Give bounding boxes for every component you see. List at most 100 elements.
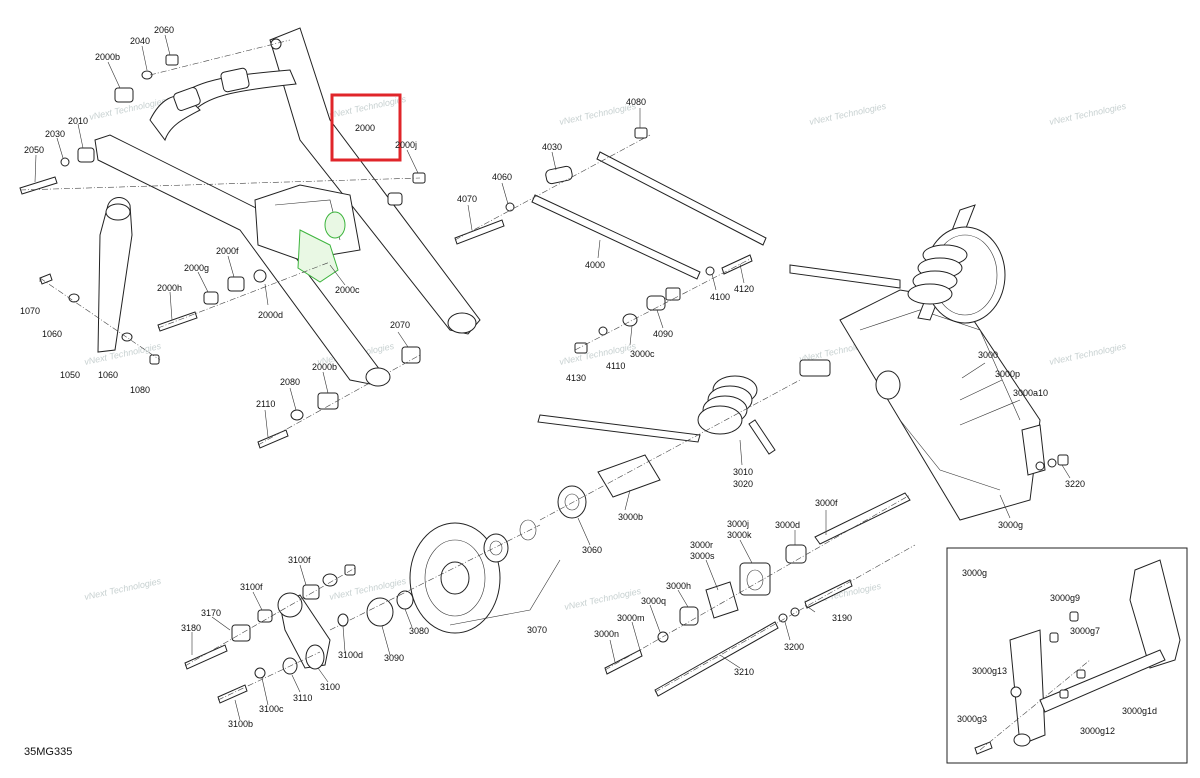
label-4000: 4000 <box>585 260 605 270</box>
inset-label-3000g9: 3000g9 <box>1050 593 1080 603</box>
washer-3090 <box>366 597 394 627</box>
nut-3220 <box>1057 454 1069 466</box>
bushing-4030 <box>545 165 573 185</box>
highlighted-bushing <box>324 211 346 239</box>
label-3000r: 3000r <box>690 540 713 550</box>
highlight-box <box>330 93 402 162</box>
frame-edge <box>899 419 1001 491</box>
label-2000h: 2000h <box>157 283 182 293</box>
label-4110: 4110 <box>606 361 625 371</box>
label-3180: 3180 <box>181 623 201 633</box>
torsion-spring <box>697 375 758 435</box>
nut-2060 <box>165 54 179 66</box>
leader-lines <box>34 34 1071 721</box>
spring-arm-left <box>537 414 701 443</box>
leader-3070 <box>449 559 561 626</box>
label-3010: 3010 <box>733 467 753 477</box>
circlip <box>519 519 537 541</box>
washer-3100f <box>322 573 338 587</box>
washer-2040 <box>141 70 153 80</box>
bushing-2000b <box>114 87 134 103</box>
lower-right-hardware <box>604 492 916 697</box>
label-3000f: 3000f <box>815 498 838 508</box>
label-3190: 3190 <box>832 613 852 623</box>
axis-line <box>329 524 541 631</box>
inset-plate-left <box>1009 629 1046 746</box>
washer-2080 <box>290 409 304 421</box>
nut-4130 <box>574 342 588 354</box>
bushing-sleeve <box>173 87 201 111</box>
watermark: vNext Technologies <box>563 586 642 612</box>
inset-label-3000g12: 3000g12 <box>1080 726 1115 736</box>
label-3000n: 3000n <box>594 629 619 639</box>
bushing-2010 <box>77 147 95 163</box>
label-2040: 2040 <box>130 36 150 46</box>
nut-4080 <box>634 127 648 139</box>
label-2000j: 2000j <box>395 140 417 150</box>
label-2080: 2080 <box>280 377 300 387</box>
inset-nut-3000g12 <box>1059 689 1069 699</box>
label-3100: 3100 <box>320 682 340 692</box>
spring-arm-right <box>748 419 776 455</box>
washer-2030 <box>60 157 70 167</box>
washer-1060b <box>121 332 133 342</box>
label-3090: 3090 <box>384 653 404 663</box>
label-3070: 3070 <box>527 625 547 635</box>
label-2000f: 2000f <box>216 246 239 256</box>
nut-3100f <box>344 564 356 576</box>
bushing-3000d <box>785 544 807 564</box>
washer-4100 <box>705 266 715 276</box>
inset-nut-3000g7 <box>1049 632 1059 643</box>
part-3100d <box>337 613 349 627</box>
label-3000g: 3000g <box>998 520 1023 530</box>
bearing-block-hole <box>746 569 764 591</box>
label-3100c: 3100c <box>259 704 284 714</box>
watermark: vNext Technologies <box>328 576 407 602</box>
washer-3060 <box>557 485 587 519</box>
watermark: vNext Technologies <box>558 341 637 367</box>
label-3100f-2: 3100f <box>240 582 263 592</box>
nut-4100 <box>665 287 681 301</box>
bushing-3170 <box>231 624 251 642</box>
bushing-2070 <box>401 346 421 364</box>
watermark: vNext Technologies <box>83 576 162 602</box>
bolt-4120 <box>721 254 753 275</box>
washer-3200 <box>778 613 788 623</box>
label-2110: 2110 <box>256 399 275 409</box>
label-4060: 4060 <box>492 172 512 182</box>
label-4100: 4100 <box>710 292 730 302</box>
watermark: vNext Technologies <box>1048 101 1127 127</box>
label-3000m: 3000m <box>617 613 645 623</box>
axis-line <box>604 494 911 671</box>
inset-detail <box>946 547 1188 764</box>
stopper-arm-body <box>97 197 133 353</box>
label-3000p: 3000p <box>995 369 1020 379</box>
axis-line <box>574 257 753 351</box>
inset-label-3000g13: 3000g13 <box>972 666 1007 676</box>
label-3000b: 3000b <box>618 512 643 522</box>
label-2000g: 2000g <box>184 263 209 273</box>
label-4120: 4120 <box>734 284 754 294</box>
axis-line <box>257 354 421 446</box>
link-eye <box>365 367 391 387</box>
label-3170: 3170 <box>201 608 221 618</box>
link-eye <box>447 312 477 334</box>
washer-3190a <box>790 607 800 617</box>
bushing-2000f <box>227 276 245 292</box>
inset-plate-right <box>1129 559 1181 669</box>
label-3000h: 3000h <box>666 581 691 591</box>
label-3020: 3020 <box>733 479 753 489</box>
label-3060: 3060 <box>582 545 602 555</box>
axis-line <box>149 39 291 76</box>
axis-line <box>654 544 916 693</box>
label-4030: 4030 <box>542 142 562 152</box>
idler-wheel-assembly <box>329 519 561 634</box>
splined-shaft <box>799 359 831 377</box>
shaft-3000f <box>814 492 911 545</box>
bushing-3100f <box>302 584 320 600</box>
bearing <box>483 533 509 563</box>
label-3200: 3200 <box>784 642 804 652</box>
inset-bolt-3000g9 <box>1069 611 1079 622</box>
crank-arm-assembly <box>184 564 356 704</box>
label-2030: 2030 <box>45 129 65 139</box>
